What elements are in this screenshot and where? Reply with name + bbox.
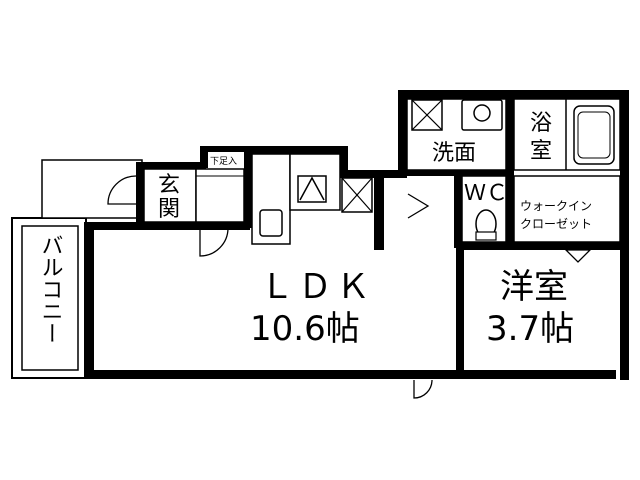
kitchen: [251, 153, 373, 245]
doors: [107, 175, 592, 399]
entrance-porch: [41, 159, 143, 219]
bathroom-label-bottom: 室: [530, 139, 552, 164]
fridge-icon: [297, 175, 327, 203]
washroom: [406, 98, 507, 171]
washing-machine-icon: [411, 99, 443, 131]
bathroom: [513, 98, 621, 171]
walk-in-closet: [513, 175, 621, 243]
exterior-walls: [84, 90, 629, 380]
entrance-step: [143, 168, 197, 223]
shoe-box-label: 下足入: [210, 156, 237, 167]
balcony-door-icon: [413, 379, 433, 399]
toilet-label: ＷＣ: [464, 181, 508, 206]
entrance-door-icon: [107, 175, 137, 205]
entrance-label-top: 玄: [158, 173, 180, 198]
bathroom-label-top: 浴: [530, 111, 552, 136]
balcony: [11, 217, 87, 379]
western-room-size: 3.7帖: [486, 309, 574, 349]
ldk-label: ＬＤＫ: [260, 267, 374, 307]
balcony-label: バルコニー: [38, 234, 63, 344]
sink-icon: [259, 209, 283, 237]
ldk-door-icon: [199, 227, 229, 257]
bathtub-icon: [573, 105, 615, 165]
toilet-room: [461, 175, 507, 243]
closet-door-icon: [564, 249, 592, 263]
western-room-label: 洋室: [500, 267, 568, 307]
vanity-icon: [461, 99, 503, 131]
closet-label-line2: クローゼット: [520, 217, 592, 231]
closet-label-line1: ウォークイン: [520, 199, 592, 213]
shoe-box: [195, 168, 245, 223]
washroom-door-icon: [407, 193, 430, 219]
entrance-label-bottom: 関: [158, 197, 180, 222]
washroom-label: 洗面: [432, 141, 476, 166]
ldk-size: 10.6帖: [250, 309, 360, 349]
